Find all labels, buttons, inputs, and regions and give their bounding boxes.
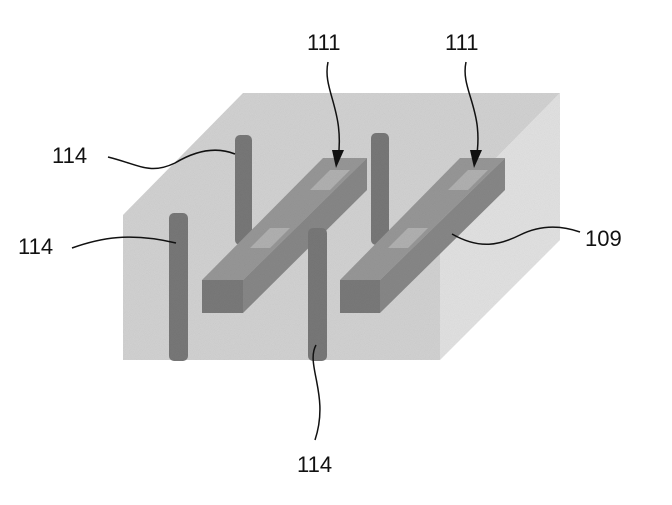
label-pillar-center: 114 xyxy=(297,452,332,477)
label-pillar-front-left: 114 xyxy=(18,234,53,259)
label-pillar-top-left: 114 xyxy=(52,143,87,168)
label-bar-left: 111 xyxy=(307,30,340,55)
pillar-back-right xyxy=(371,133,389,245)
pillar-center xyxy=(308,228,327,361)
leader-pillar-top-left xyxy=(107,149,236,170)
pillar-back-left xyxy=(235,135,252,245)
leader-substrate xyxy=(451,226,581,246)
label-substrate: 109 xyxy=(585,226,622,251)
bar-right xyxy=(340,158,505,313)
pillar-front-left xyxy=(169,213,188,361)
leader-pillar-center xyxy=(312,344,321,441)
substrate-side-face xyxy=(440,93,560,360)
bar-left xyxy=(202,158,367,313)
leader-pillar-front-left xyxy=(71,236,177,249)
leader-bar-right xyxy=(464,61,479,161)
arrowhead-left xyxy=(332,150,344,168)
leader-bar-left xyxy=(326,61,340,161)
label-bar-right: 111 xyxy=(445,30,478,55)
arrowhead-right xyxy=(470,150,482,168)
